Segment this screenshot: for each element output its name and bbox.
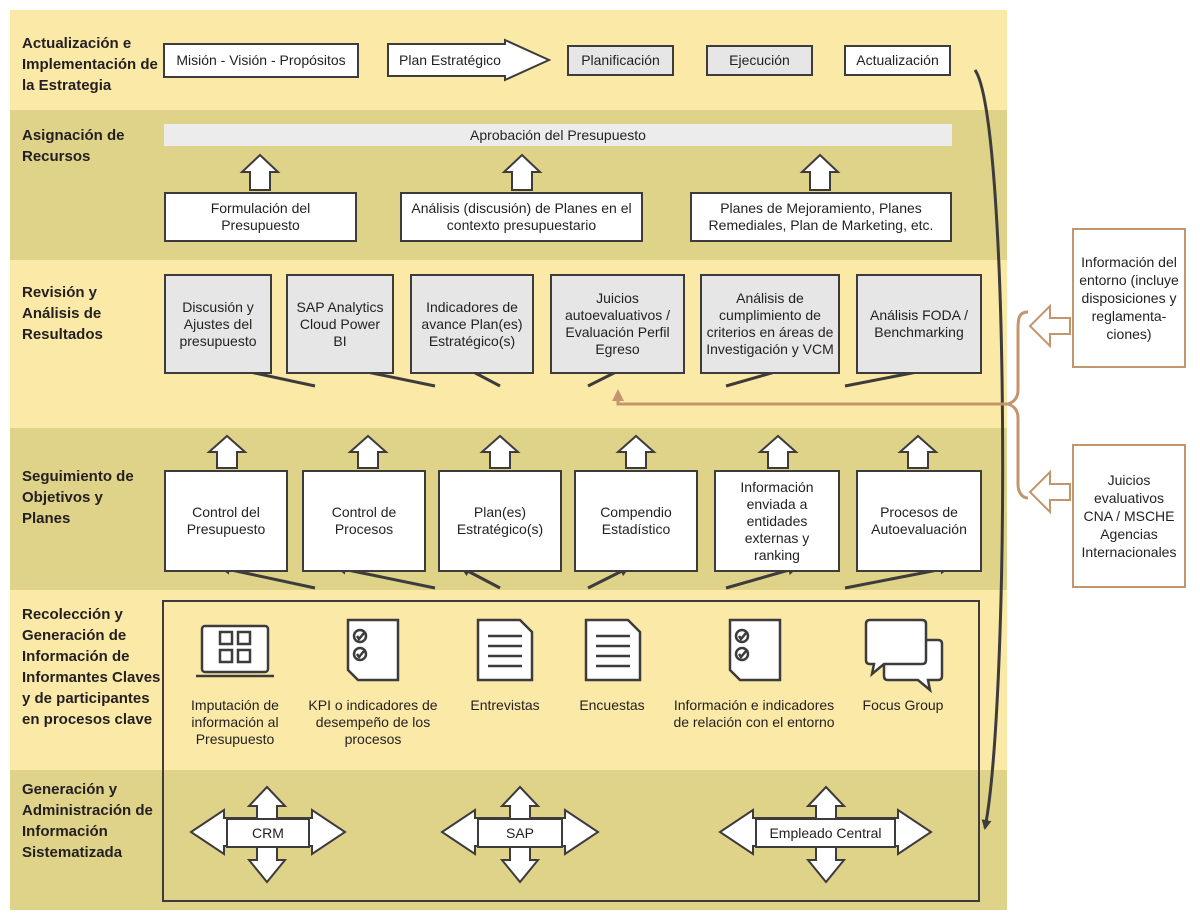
collection-label-6: Focus Group: [862, 697, 944, 713]
tracking-box-3: Plan(es) Estratégico(s): [438, 470, 562, 572]
checklist-icon: [346, 618, 400, 682]
tracking-box-2: Control de Procesos: [302, 470, 426, 572]
tracking-box-4: Compendio Estadístico: [574, 470, 698, 572]
row-title-seguimiento: Seguimiento de Objetivos y Planes: [22, 468, 134, 527]
planificacion-box: Planificación: [567, 45, 674, 76]
aprobacion-bar: Aprobación del Presupuesto: [164, 124, 952, 146]
row-title-revision: Revisión y Análisis de Resultados: [22, 284, 103, 343]
collection-label-4: Encuestas: [579, 697, 645, 713]
review-box-6: Análisis FODA / Benchmarking: [856, 274, 982, 374]
review-box-1: Discusión y Ajustes del presupuesto: [164, 274, 272, 374]
tracking-box-6: Procesos de Autoevaluación: [856, 470, 982, 572]
row-title-actualizacion: Actualización e Implementación de la Est…: [22, 35, 158, 94]
collection-frame: [162, 600, 980, 902]
ejecucion-box: Ejecución: [706, 45, 813, 76]
external-juicios-box: Juicios evaluativos CNA / MSCHE Agencias…: [1072, 444, 1186, 588]
up-arrows-tracking: [206, 434, 939, 469]
chat-bubbles-icon: [864, 618, 944, 694]
system-sap: SAP: [477, 818, 563, 848]
formulacion-box: Formulación del Presupuesto: [164, 192, 357, 242]
collection-label-3: Entrevistas: [470, 697, 540, 713]
collection-label-5: Información e indicadores de relación co…: [673, 697, 835, 730]
collection-label-2: KPI o indicadores de desempeño de los pr…: [308, 697, 438, 747]
system-empleado-central: Empleado Central: [755, 818, 896, 848]
external-bracket: [1003, 310, 1029, 500]
up-arrows-resources: [239, 153, 841, 191]
row-title-generacion: Generación y Administración de Informaci…: [22, 781, 153, 861]
analisis-planes-box: Análisis (discusión) de Planes en el con…: [400, 192, 643, 242]
document-icon: [476, 618, 534, 682]
plan-arrow-shape: [387, 38, 552, 82]
document-icon: [584, 618, 642, 682]
system-crm: CRM: [226, 818, 310, 848]
row-title-asignacion: Asignación de Recursos: [22, 127, 125, 165]
external-entorno-box: Información del entorno (incluye disposi…: [1072, 228, 1186, 368]
review-box-2: SAP Analytics Cloud Power BI: [286, 274, 394, 374]
feedback-curve-arrow: [973, 69, 1005, 830]
review-box-3: Indicadores de avance Plan(es) Estratégi…: [410, 274, 534, 374]
review-box-4: Juicios autoevaluativos / Evaluación Per…: [550, 274, 685, 374]
plan-estrategico-label: Plan Estratégico: [399, 52, 501, 68]
mision-box: Misión - Visión - Propósitos: [163, 43, 359, 78]
actualizacion-box: Actualización: [844, 45, 951, 76]
calculator-icon: [196, 624, 274, 678]
checklist-icon: [728, 618, 782, 682]
planes-mejoramiento-box: Planes de Mejoramiento, Planes Remediale…: [690, 192, 952, 242]
external-feedback-line: [612, 389, 1008, 406]
collection-label-1: Imputación de información al Presupuesto: [191, 697, 279, 747]
tracking-box-5: Información enviada a entidades externas…: [714, 470, 840, 572]
tracking-box-1: Control del Presupuesto: [164, 470, 288, 572]
hollow-brown-arrows: [1028, 303, 1071, 515]
review-box-5: Análisis de cumplimiento de criterios en…: [700, 274, 840, 374]
row-title-recoleccion: Recolección y Generación de Información …: [22, 606, 161, 728]
